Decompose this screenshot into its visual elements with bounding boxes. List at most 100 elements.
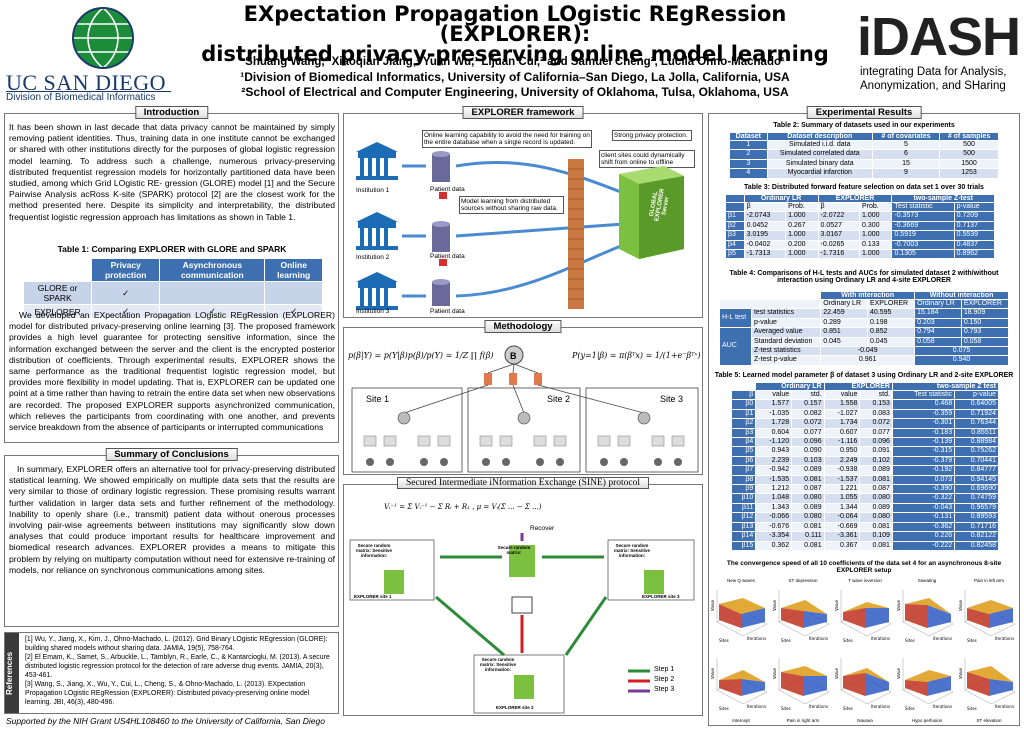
table-cell: -1.7313 xyxy=(743,249,787,260)
table-cell: 0.71924 xyxy=(954,408,999,420)
table-cell: β15 xyxy=(730,540,757,551)
table-cell: 0.94145 xyxy=(954,474,999,486)
methodology-title: Methodology xyxy=(484,320,562,333)
table-cell: 1.212 xyxy=(755,484,793,495)
plot-title: Sweating xyxy=(917,578,937,583)
funding-footer: Supported by the NIH Grant US4HL108460 t… xyxy=(6,716,325,726)
table-cell: 0.090 xyxy=(791,446,825,457)
table-cell: 0.157 xyxy=(791,399,825,410)
table-cell: 0.74759 xyxy=(954,493,999,504)
table-cell: 0.0527 xyxy=(817,220,860,232)
table-cell: -0.301 xyxy=(891,418,956,429)
table-cell: 0.102 xyxy=(859,455,893,467)
surface-plot: Sites Iterations Value xyxy=(711,590,768,643)
table-cell: 0.072 xyxy=(859,418,893,429)
table-cell: β2 xyxy=(730,418,757,429)
table-cell: 0.267 xyxy=(785,220,819,232)
sine-site-3: EXPLORER site 3 xyxy=(642,594,680,599)
table-cell: -0.192 xyxy=(891,465,956,476)
hl-test-label: H-L test xyxy=(719,308,752,329)
table-cell: 0.109 xyxy=(859,531,893,542)
references-list: [1] Wu, Y., Jiang, X., Kim, J., Ohno-Mac… xyxy=(25,635,335,707)
surface-plot: Sites Iterations Value xyxy=(897,590,954,643)
y-axis-label: Iterations xyxy=(933,704,952,709)
table-cell: 0.362 xyxy=(755,540,793,551)
table-cell: -3.354 xyxy=(755,531,793,542)
table-cell: 1.558 xyxy=(823,399,861,410)
table-cell: 1.048 xyxy=(755,493,793,504)
table-cell: -0.676 xyxy=(755,521,793,533)
framework-note-privacy: Strong privacy protection. xyxy=(612,130,692,141)
table-cell: Z-test statistics xyxy=(750,346,822,357)
methodology-site-2: Site 2 xyxy=(547,394,571,404)
table1-header: Asynchronous communication xyxy=(159,258,266,282)
table-cell: 40.595 xyxy=(866,308,916,319)
table-header: Ordinary LR xyxy=(755,382,825,391)
table-cell: β6 xyxy=(730,455,757,467)
table-cell: 1500 xyxy=(939,158,999,170)
table-cell: β8 xyxy=(730,474,757,486)
table-cell: -0.362 xyxy=(891,521,956,533)
table-cell: 1 xyxy=(729,139,768,151)
methodology-site-1: Site 1 xyxy=(366,394,390,404)
table-cell: β12 xyxy=(730,512,757,523)
table-cell: 3.0195 xyxy=(743,230,787,241)
table-cell: -0.390 xyxy=(891,484,956,495)
table-cell: EXPLORER xyxy=(866,298,916,310)
convergence-plot: Intercept Sites Iterations Value xyxy=(711,652,771,724)
table-cell: 1.055 xyxy=(823,493,861,504)
convergence-plot: Sweating Sites Iterations Value xyxy=(897,578,957,650)
table-cell: 0.096 xyxy=(859,437,893,448)
z-axis-label: Value xyxy=(773,667,777,679)
convergence-plot: T wave inversion Sites Iterations Value xyxy=(835,578,895,650)
auc-label: AUC xyxy=(719,327,752,366)
table-cell: 2.249 xyxy=(823,455,861,467)
table-cell: 0.85511 xyxy=(954,427,999,439)
table-cell: 500 xyxy=(939,149,999,160)
table-cell: p-value xyxy=(750,317,822,329)
intro-paragraph-2: We developed an EXpectation Propagation … xyxy=(9,310,335,433)
svg-text:Vᵢ⁻¹ = Σ Vᵢ⁻¹ − Σ Rᵢ + R₁ , μ: Vᵢ⁻¹ = Σ Vᵢ⁻¹ − Σ Rᵢ + R₁ , μ = Vᵢ(Σ ...… xyxy=(384,503,542,511)
table-cell: test statistics xyxy=(750,308,822,319)
table-header: two-sample Z-test xyxy=(891,194,995,203)
table-cell: 0.794 xyxy=(914,327,962,338)
title-line-2: distributed privacy-preserving online mo… xyxy=(201,42,829,66)
table-cell: EXPLORER xyxy=(960,298,1010,310)
table-cell: Ordinary LR xyxy=(820,298,868,310)
table-cell: 0.080 xyxy=(859,512,893,523)
secure-matrix-text: Secure random matrix: xyxy=(497,545,531,555)
table-cell: 0.087 xyxy=(791,484,825,495)
table-cell: β14 xyxy=(730,531,757,542)
table-cell: β9 xyxy=(730,484,757,495)
table-cell: -1.535 xyxy=(755,474,793,486)
table-cell: -1.116 xyxy=(823,437,861,448)
z-axis-label: Value xyxy=(835,667,839,679)
institution-2-label: Institution 2 xyxy=(356,254,390,261)
methodology-diagram: p(β|Y) = p(Y|β)p(β)/p(Y) = 1/Z ∏ f(β) P(… xyxy=(348,345,700,473)
title-line-1: EXpectation Propagation LOgistic REgRess… xyxy=(243,2,787,46)
table-cell: β3 xyxy=(725,230,745,241)
table1-cell: EXPLORER xyxy=(22,304,93,319)
table-cell: Prob. xyxy=(858,201,893,213)
framework-note-distributed: Model learning from distributed sources … xyxy=(459,196,564,214)
introduction-title: Introduction xyxy=(134,106,209,119)
table-cell: 0.058 xyxy=(960,336,1010,348)
table-cell: 0.081 xyxy=(859,540,893,551)
table-cell: 0.961 xyxy=(820,355,916,366)
table-cell: 0.7209 xyxy=(953,211,996,222)
table4-caption: Table 4: Comparisons of H-L tests and AU… xyxy=(729,270,999,284)
table-cell: 0.081 xyxy=(791,540,825,551)
ucsd-name: UC SAN DIEGO xyxy=(6,70,166,95)
